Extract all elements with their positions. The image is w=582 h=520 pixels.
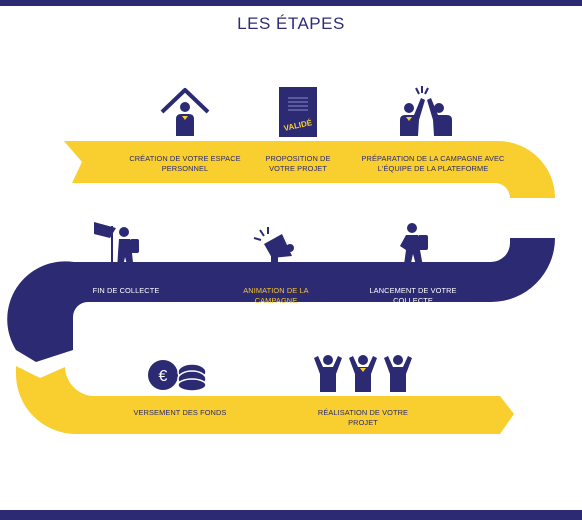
high-five-icon xyxy=(400,86,452,136)
validated-document-icon: VALIDÉ xyxy=(279,87,317,137)
step-label-creation: CRÉATION DE VOTRE ESPACE PERSONNEL xyxy=(129,154,241,173)
hiker-icon xyxy=(400,223,428,272)
road-segment-3 xyxy=(16,366,514,434)
page-title: LES ÉTAPES xyxy=(237,14,345,33)
step-label-preparation: PRÉPARATION DE LA CAMPAGNE AVEC L'ÉQUIPE… xyxy=(361,154,505,173)
step-label-proposition: PROPOSITION DE VOTRE PROJET xyxy=(265,154,331,173)
top-border xyxy=(0,0,582,6)
step-label-lancement: LANCEMENT DE VOTRE COLLECTE xyxy=(369,286,457,305)
step-label-animation: ANIMATION DE LA CAMPAGNE xyxy=(243,286,309,305)
celebrating-team-icon xyxy=(314,355,412,392)
bottom-border xyxy=(0,510,582,520)
step-label-realisation: RÉALISATION DE VOTRE PROJET xyxy=(317,408,409,427)
house-person-icon xyxy=(160,88,210,136)
step-label-fin-collecte: FIN DE COLLECTE xyxy=(92,286,160,295)
road-segment-1 xyxy=(64,141,555,198)
euro-symbol: € xyxy=(159,368,168,385)
megaphone-icon xyxy=(253,227,294,268)
step-label-versement: VERSEMENT DES FONDS xyxy=(133,408,227,417)
flag-hiker-icon xyxy=(94,222,139,272)
euro-coins-icon: € xyxy=(148,360,207,392)
